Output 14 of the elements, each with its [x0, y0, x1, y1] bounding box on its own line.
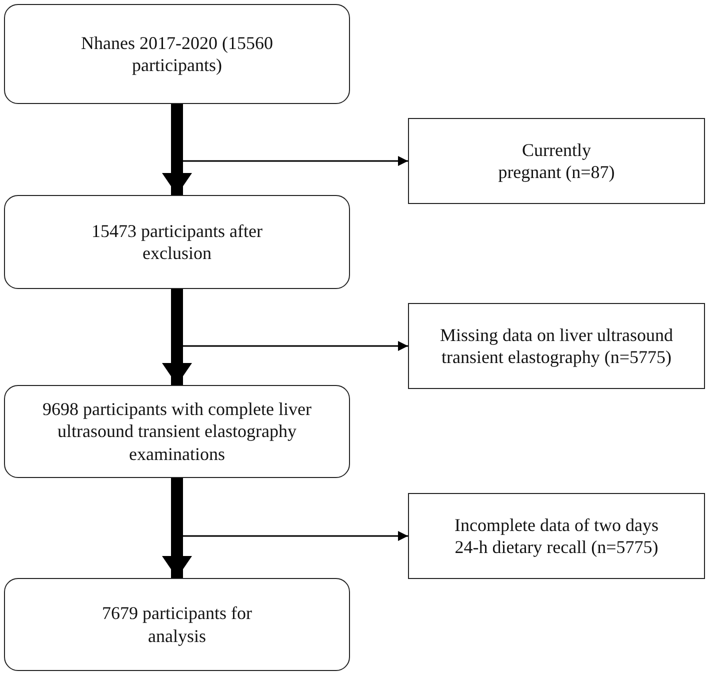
box-text: Currently pregnant (n=87)	[497, 138, 616, 184]
process-box	[4, 4, 350, 104]
process-box	[4, 385, 350, 478]
box-text: 9698 participants with complete liver ultrasound transient elastography examinations	[42, 398, 312, 466]
box-text: Nhanes 2017-2020 (15560 participants)	[80, 32, 274, 76]
box-text: Missing data on liver ultrasound transient elastography (n=5775)	[439, 324, 674, 368]
box-text: 7679 participants for analysis	[101, 602, 253, 647]
box-text: Incomplete data of two days 24-h dietary recall (n=5775)	[454, 514, 660, 558]
exclusion-box	[408, 303, 705, 389]
process-box	[4, 195, 350, 289]
process-box	[4, 578, 350, 671]
exclusion-box	[408, 118, 705, 204]
box-text: 15473 participants after exclusion	[90, 220, 264, 264]
exclusion-box	[408, 493, 705, 579]
